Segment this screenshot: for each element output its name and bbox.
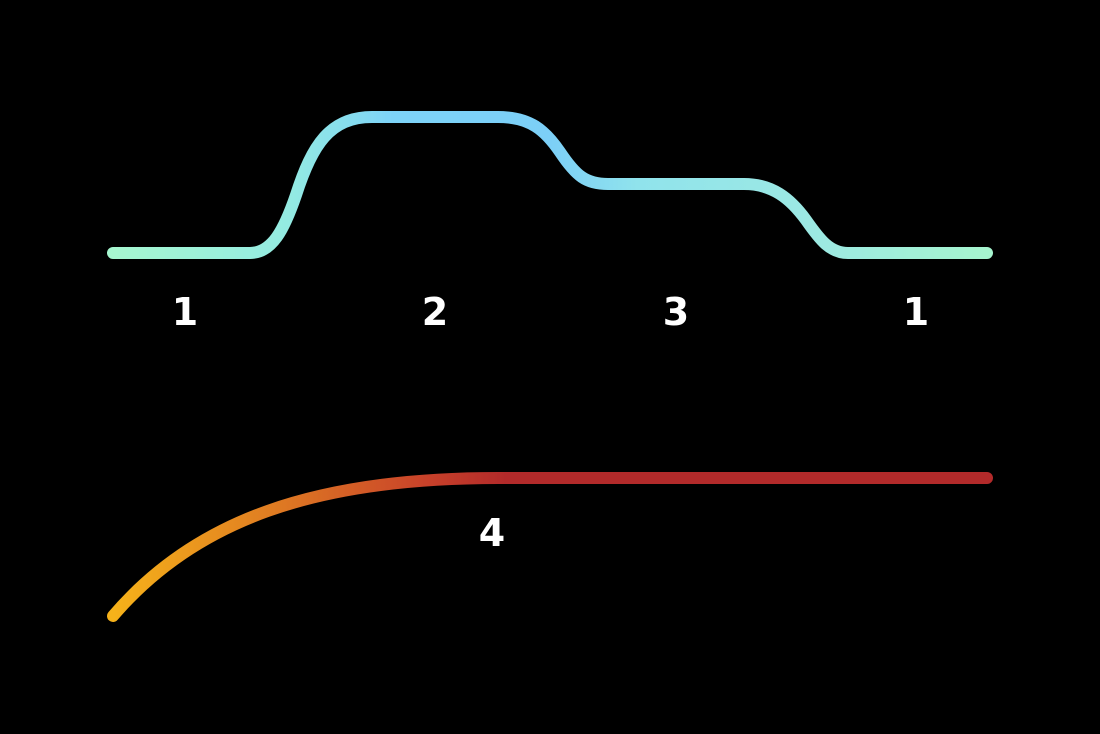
phase-label-1: 1 <box>171 290 199 334</box>
phase-label-4: 4 <box>478 511 506 555</box>
phase-label-2: 2 <box>421 290 449 334</box>
phase-label-1-end: 1 <box>902 290 930 334</box>
phase-label-3: 3 <box>662 290 690 334</box>
bottom-rise-curve <box>107 472 993 622</box>
top-step-curve <box>107 111 993 259</box>
